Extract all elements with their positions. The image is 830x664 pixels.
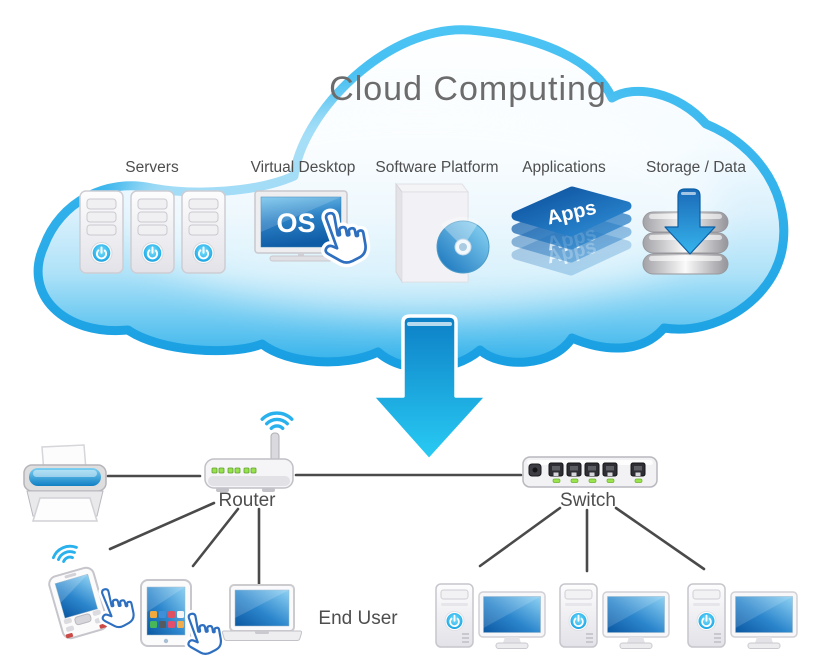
applications-stack-icon: Apps Apps Apps bbox=[511, 186, 632, 276]
virtual-desktop-icon: OS bbox=[254, 190, 368, 266]
connection-lines bbox=[106, 473, 706, 586]
connection-line bbox=[108, 501, 216, 551]
connection-line bbox=[478, 506, 562, 568]
big-down-arrow-icon bbox=[370, 314, 489, 462]
label-servers: Servers bbox=[125, 159, 179, 176]
label-applications: Applications bbox=[522, 159, 606, 176]
label-storage-data: Storage / Data bbox=[646, 159, 746, 176]
diagram-title: Cloud Computing bbox=[329, 70, 607, 108]
download-arrow-icon bbox=[664, 188, 716, 255]
label-virtual-desktop: Virtual Desktop bbox=[251, 159, 356, 176]
tablet-icon bbox=[140, 579, 223, 657]
router-label: Router bbox=[218, 490, 276, 511]
end-user-label: End User bbox=[318, 608, 398, 629]
server-tower-icon bbox=[130, 190, 175, 274]
printer-icon bbox=[23, 444, 107, 522]
smartphone-icon bbox=[48, 541, 135, 640]
storage-data-icon bbox=[642, 188, 729, 275]
servers-icon bbox=[79, 190, 226, 274]
connection-line bbox=[191, 507, 240, 568]
switch-icon bbox=[522, 456, 658, 488]
cd-icon bbox=[436, 216, 490, 274]
label-software-platform: Software Platform bbox=[375, 159, 498, 176]
server-tower-icon bbox=[79, 190, 124, 274]
os-screen-text: OS bbox=[276, 208, 315, 238]
router-icon bbox=[204, 411, 294, 492]
software-platform-icon bbox=[395, 182, 490, 284]
laptop-icon bbox=[221, 584, 303, 641]
connection-line bbox=[614, 506, 706, 571]
server-tower-icon bbox=[181, 190, 226, 274]
switch-label: Switch bbox=[560, 490, 616, 511]
